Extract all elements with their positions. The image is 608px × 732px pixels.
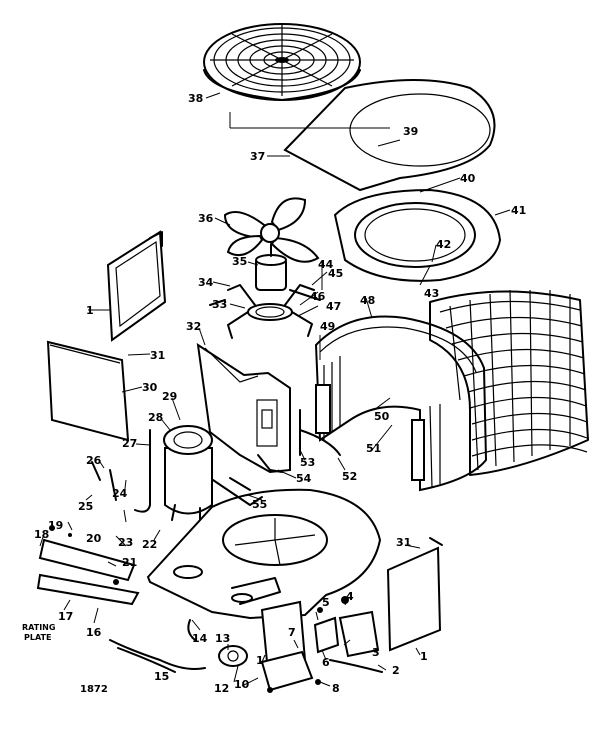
callout-36: 36 [198,212,214,225]
rating-plate-label-line2: PLATE [24,633,51,642]
drawing-code: 1872 [80,684,108,695]
callout-16: 16 [86,626,102,639]
callout-2: 2 [392,664,400,677]
side-panel-right [386,537,443,652]
callout-1-lower: 1 [420,650,428,663]
callout-54: 54 [296,472,312,485]
callout-23: 23 [118,536,133,549]
callout-38: 38 [188,92,203,105]
callout-30: 30 [142,381,158,394]
callout-50: 50 [374,410,390,423]
callout-numbers: 38 39 37 40 41 36 42 35 44 45 34 43 46 4… [22,92,526,695]
callout-25: 25 [78,500,93,513]
callout-5: 5 [322,596,330,609]
callout-34: 34 [198,276,214,289]
access-panel [46,340,130,442]
motor-mount-bracket [209,284,321,339]
callout-12: 12 [214,682,229,695]
callout-29: 29 [162,390,177,403]
callout-15: 15 [154,670,169,683]
callout-7: 7 [288,626,296,639]
callout-6: 6 [322,656,330,669]
callout-49: 49 [320,320,335,333]
fan-motor [255,243,287,291]
callout-26: 26 [86,454,102,467]
callout-18: 18 [34,528,49,541]
condenser-coil [314,315,488,492]
coil-guard-mesh [429,289,589,476]
callout-43: 43 [424,287,439,300]
fan-orifice-panel [333,188,502,282]
control-box-panel [196,342,291,474]
control-box [218,596,380,693]
tubing-and-wiring [91,409,383,673]
callout-19: 19 [48,519,63,532]
base-pan [146,488,382,620]
callout-3: 3 [372,646,380,659]
callout-24: 24 [112,487,128,500]
callout-42: 42 [436,238,451,251]
callout-8: 8 [332,682,340,695]
callout-31-lower: 31 [396,536,411,549]
callout-51: 51 [366,442,381,455]
top-cover [229,79,496,192]
callout-53: 53 [300,456,315,469]
callout-47: 47 [326,300,341,313]
callout-13: 13 [215,632,230,645]
rating-plate-label-line1: RATING [22,623,55,632]
callout-41: 41 [511,204,526,217]
callout-45: 45 [328,267,343,280]
callout-52: 52 [342,470,357,483]
callout-27: 27 [122,437,137,450]
callout-32: 32 [186,320,201,333]
callout-14: 14 [192,632,208,645]
callout-48: 48 [360,294,375,307]
fan-guard-grille [203,23,361,101]
callout-17: 17 [58,610,73,623]
callout-37: 37 [250,150,265,163]
callout-39: 39 [403,125,418,138]
callout-22: 22 [142,538,157,551]
callout-44: 44 [318,258,334,271]
callout-55: 55 [252,498,267,511]
callout-28: 28 [148,411,163,424]
callout-1-upper: 1 [86,304,94,317]
fan-blade [223,197,320,263]
callout-33: 33 [212,298,227,311]
callout-21: 21 [122,556,137,569]
callout-1-control: 1 [256,654,264,667]
base-rails [36,525,140,606]
callout-20: 20 [86,532,102,545]
side-panel-left [106,230,167,342]
callout-4: 4 [346,590,354,603]
callout-35: 35 [232,255,247,268]
callout-10: 10 [234,678,250,691]
compressor [163,425,213,523]
callout-40: 40 [460,172,476,185]
callout-46: 46 [310,290,326,303]
callout-31-upper: 31 [150,349,165,362]
leader-lines [39,92,511,687]
